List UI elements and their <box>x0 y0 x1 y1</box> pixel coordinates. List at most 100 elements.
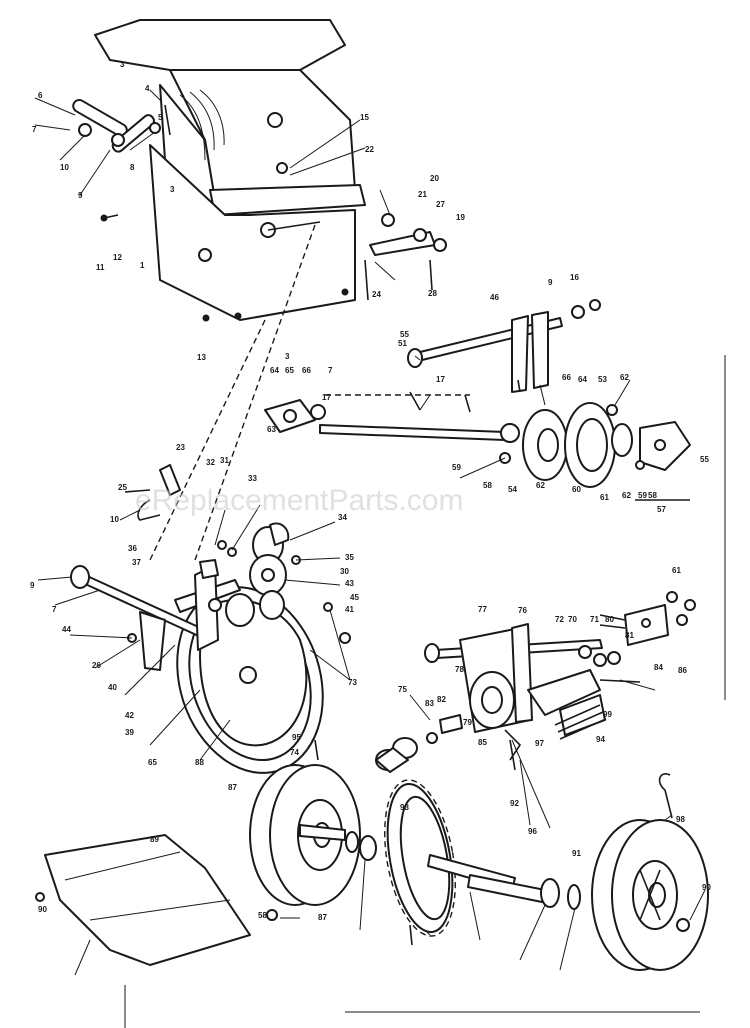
part-label: 64 <box>578 375 587 384</box>
part-label: 36 <box>128 544 137 553</box>
part-label: 62 <box>622 491 631 500</box>
part-label: 32 <box>206 458 215 467</box>
part-label: 97 <box>535 739 544 748</box>
part-label: 54 <box>508 485 517 494</box>
part-label: 62 <box>620 373 629 382</box>
part-label: 76 <box>518 606 527 615</box>
part-label: 15 <box>360 113 369 122</box>
part-label: 75 <box>398 685 407 694</box>
part-label: 61 <box>600 493 609 502</box>
part-label: 7 <box>52 605 57 614</box>
part-label: 7 <box>328 366 333 375</box>
part-label: 24 <box>372 290 381 299</box>
part-label: 88 <box>195 758 204 767</box>
part-label: 22 <box>365 145 374 154</box>
right-wheel <box>467 773 709 971</box>
part-label: 35 <box>345 553 354 562</box>
part-label: 10 <box>110 515 119 524</box>
part-label: 57 <box>657 505 666 514</box>
part-label: 72 <box>555 615 564 624</box>
part-label: 74 <box>290 748 299 757</box>
part-label: 26 <box>92 661 101 670</box>
part-label: 60 <box>572 485 581 494</box>
part-label: 42 <box>125 711 134 720</box>
part-label: 61 <box>672 566 681 575</box>
part-label: 28 <box>428 289 437 298</box>
pulley-belt-assembly <box>176 522 324 774</box>
part-label: 66 <box>302 366 311 375</box>
part-label: 73 <box>348 678 357 687</box>
part-label: 40 <box>108 683 117 692</box>
part-label: 51 <box>398 339 407 348</box>
part-label: 63 <box>267 425 276 434</box>
part-label: 90 <box>38 905 47 914</box>
part-label: 55 <box>400 330 409 339</box>
part-label: 20 <box>430 174 439 183</box>
part-label: 10 <box>60 163 69 172</box>
part-label: 71 <box>590 615 599 624</box>
part-label: 82 <box>437 695 446 704</box>
part-label: 99 <box>603 710 612 719</box>
part-label: 62 <box>536 481 545 490</box>
axle-gear <box>384 779 516 946</box>
leader-lines <box>34 89 726 1028</box>
part-label: 6 <box>38 91 43 100</box>
part-label: 78 <box>455 665 464 674</box>
part-label: 90 <box>702 883 711 892</box>
part-label: 41 <box>345 605 354 614</box>
part-label: 8 <box>130 163 135 172</box>
part-label: 27 <box>436 200 445 209</box>
engine-housing-assembly <box>94 19 366 321</box>
part-label: 92 <box>510 799 519 808</box>
part-label: 12 <box>113 253 122 262</box>
part-label: 23 <box>176 443 185 452</box>
part-label: 25 <box>118 483 127 492</box>
part-label: 94 <box>596 735 605 744</box>
part-label: 70 <box>568 615 577 624</box>
part-label: 33 <box>248 474 257 483</box>
part-label: 44 <box>62 625 71 634</box>
part-label: 43 <box>345 579 354 588</box>
watermark-text: eReplacementParts.com <box>135 484 463 517</box>
part-label: 59 <box>638 491 647 500</box>
part-label: 77 <box>478 605 487 614</box>
part-label: 95 <box>292 733 301 742</box>
part-label: 45 <box>350 593 359 602</box>
part-label: 84 <box>654 663 663 672</box>
upper-right-link <box>100 213 447 322</box>
part-label: 65 <box>285 366 294 375</box>
part-label: 46 <box>490 293 499 302</box>
part-label: 9 <box>548 278 553 287</box>
part-label: 17 <box>322 393 331 402</box>
part-label: 34 <box>338 513 347 522</box>
bottom-cover-plate <box>35 834 251 966</box>
part-label: 89 <box>150 835 159 844</box>
part-label: 3 <box>285 352 290 361</box>
part-label: 96 <box>528 827 537 836</box>
part-label: 37 <box>132 558 141 567</box>
right-bracket <box>599 591 696 646</box>
part-label: 65 <box>148 758 157 767</box>
clutch-lever-assembly <box>70 464 351 761</box>
part-label: 3 <box>120 60 125 69</box>
part-label: 19 <box>456 213 465 222</box>
part-label: 81 <box>625 631 634 640</box>
part-label: 58 <box>648 491 657 500</box>
part-label: 53 <box>598 375 607 384</box>
part-label: 98 <box>676 815 685 824</box>
part-label: 4 <box>145 84 150 93</box>
part-label: 93 <box>400 803 409 812</box>
part-label: 31 <box>220 456 229 465</box>
part-label: 59 <box>452 463 461 472</box>
part-label: 13 <box>197 353 206 362</box>
part-label: 9 <box>30 581 35 590</box>
part-label: 11 <box>96 263 105 272</box>
part-label: 30 <box>340 567 349 576</box>
part-label: 87 <box>228 783 237 792</box>
part-label: 80 <box>605 615 614 624</box>
part-label: 58 <box>483 481 492 490</box>
part-label: 55 <box>700 455 709 464</box>
part-label: 21 <box>418 190 427 199</box>
part-label: 87 <box>318 913 327 922</box>
